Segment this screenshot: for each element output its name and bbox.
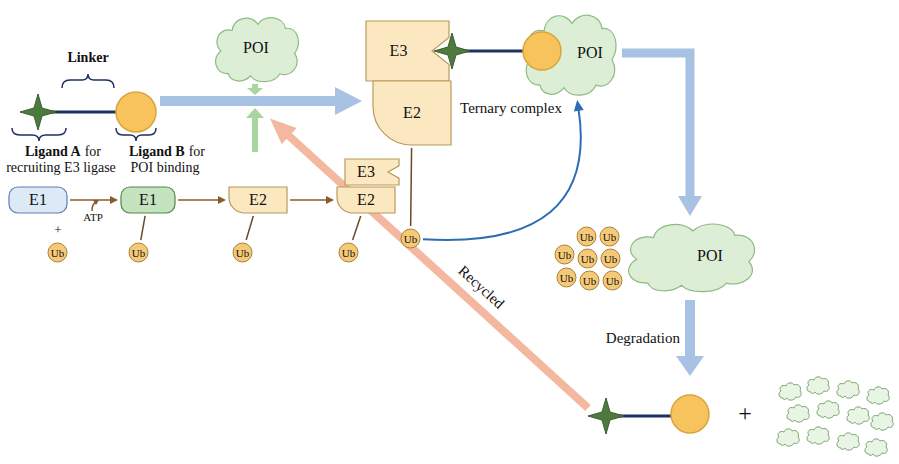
node-text: Ub [132,247,145,259]
connector [290,196,334,204]
node-text: Ub [603,231,616,243]
plus-sign-box: + [50,222,66,238]
e2-enzyme: E2 [228,186,288,214]
recycled-label-box: Recycled [442,251,520,324]
node-text: Ub [583,275,596,287]
e3-ligase: E3 [344,158,400,186]
connector [141,216,145,240]
connector [246,216,253,240]
main-arrow [160,87,362,115]
ubiquitin-circle: Ub [232,242,253,263]
e1-enzyme: E1 [120,186,176,214]
ligand-caption: Ligand Afor recruiting E3 ligase [0,144,126,176]
node-text: Ub [606,275,619,287]
ligand-caption: Ligand Bfor POI binding [124,144,210,176]
node-text: E2 [249,191,267,209]
ubiquitin-circle: Ub [128,242,149,263]
node-text: Ub [51,247,64,259]
connector [70,196,118,204]
node-text: Ub [560,272,573,284]
ligand-name: Ligand B [129,144,185,159]
complex-label-box: Ternary complex [452,100,570,117]
peptide-fragments [777,377,893,456]
ubiquitin-circle: Ub [576,226,597,247]
ubiquitin-circle: Ub [577,248,598,269]
node-text: POI [243,39,269,57]
node-text: E2 [403,104,421,122]
ubiquitin-circle: Ub [47,242,68,263]
node-text: POI [697,247,723,265]
recycled-label: Recycled [455,262,507,311]
plus-sign: + [738,400,752,426]
ligand-b-bracket [116,128,156,141]
atp-label: ATP [83,211,103,223]
node-text: E2 [357,191,375,209]
node-text: E1 [29,191,47,209]
node-text: E1 [139,191,157,209]
ligand-circle [520,8,620,98]
linker-bracket [62,74,114,88]
plus-sign-box: + [730,400,760,427]
ubiquitin-circle: Ub [338,242,359,263]
node-text: POI [577,44,603,62]
ligand-a-bracket [12,128,66,141]
degradation-arrow [676,300,704,376]
green-arrows [246,84,264,152]
linker-label-box: Linker [58,50,118,66]
connector [410,148,412,226]
node-text: Ub [581,253,594,265]
ligand-name: Ligand A [25,144,81,159]
protein-cloud: POI [520,8,620,98]
protein-cloud: POI [210,12,302,84]
e2-enzyme: E2 [336,186,396,214]
e2-enzyme: E2 [372,80,452,146]
linker-label: Linker [67,50,108,65]
node-text: Ub [580,231,593,243]
ubiquitin-circle: Ub [400,228,421,249]
degradation-label-box: Degradation [580,330,680,347]
degradation-label: Degradation [606,330,680,346]
node-text: Ub [558,249,571,261]
e1-enzyme: E1 [8,186,68,214]
connector [353,216,361,240]
protac-molecule [20,92,156,132]
ubiquitin-circle: Ub [602,270,623,291]
released-protac [588,395,709,434]
node-outline [365,20,450,82]
node-outline [620,218,760,294]
ubiquitin-circle: Ub [579,270,600,291]
node-text: Ub [404,233,417,245]
ubiquitin-circle: Ub [600,248,621,269]
ubiquitin-circle: Ub [556,267,577,288]
node-text: Ub [604,253,617,265]
node-text: Ub [342,247,355,259]
node-text: Ub [236,247,249,259]
complex-label: Ternary complex [460,100,562,116]
protein-cloud: POI [620,218,760,294]
connector [178,196,226,204]
node-text: E3 [390,42,408,60]
recycled-arrow [263,110,596,416]
node-text: E3 [357,163,375,181]
e3-ligase: E3 [365,20,450,82]
connector [622,53,702,216]
plus-sign: + [54,222,61,237]
ubiquitin-circle: Ub [599,226,620,247]
ubiquitin-circle: Ub [554,244,575,265]
atp-label-box: ATP [76,211,110,223]
